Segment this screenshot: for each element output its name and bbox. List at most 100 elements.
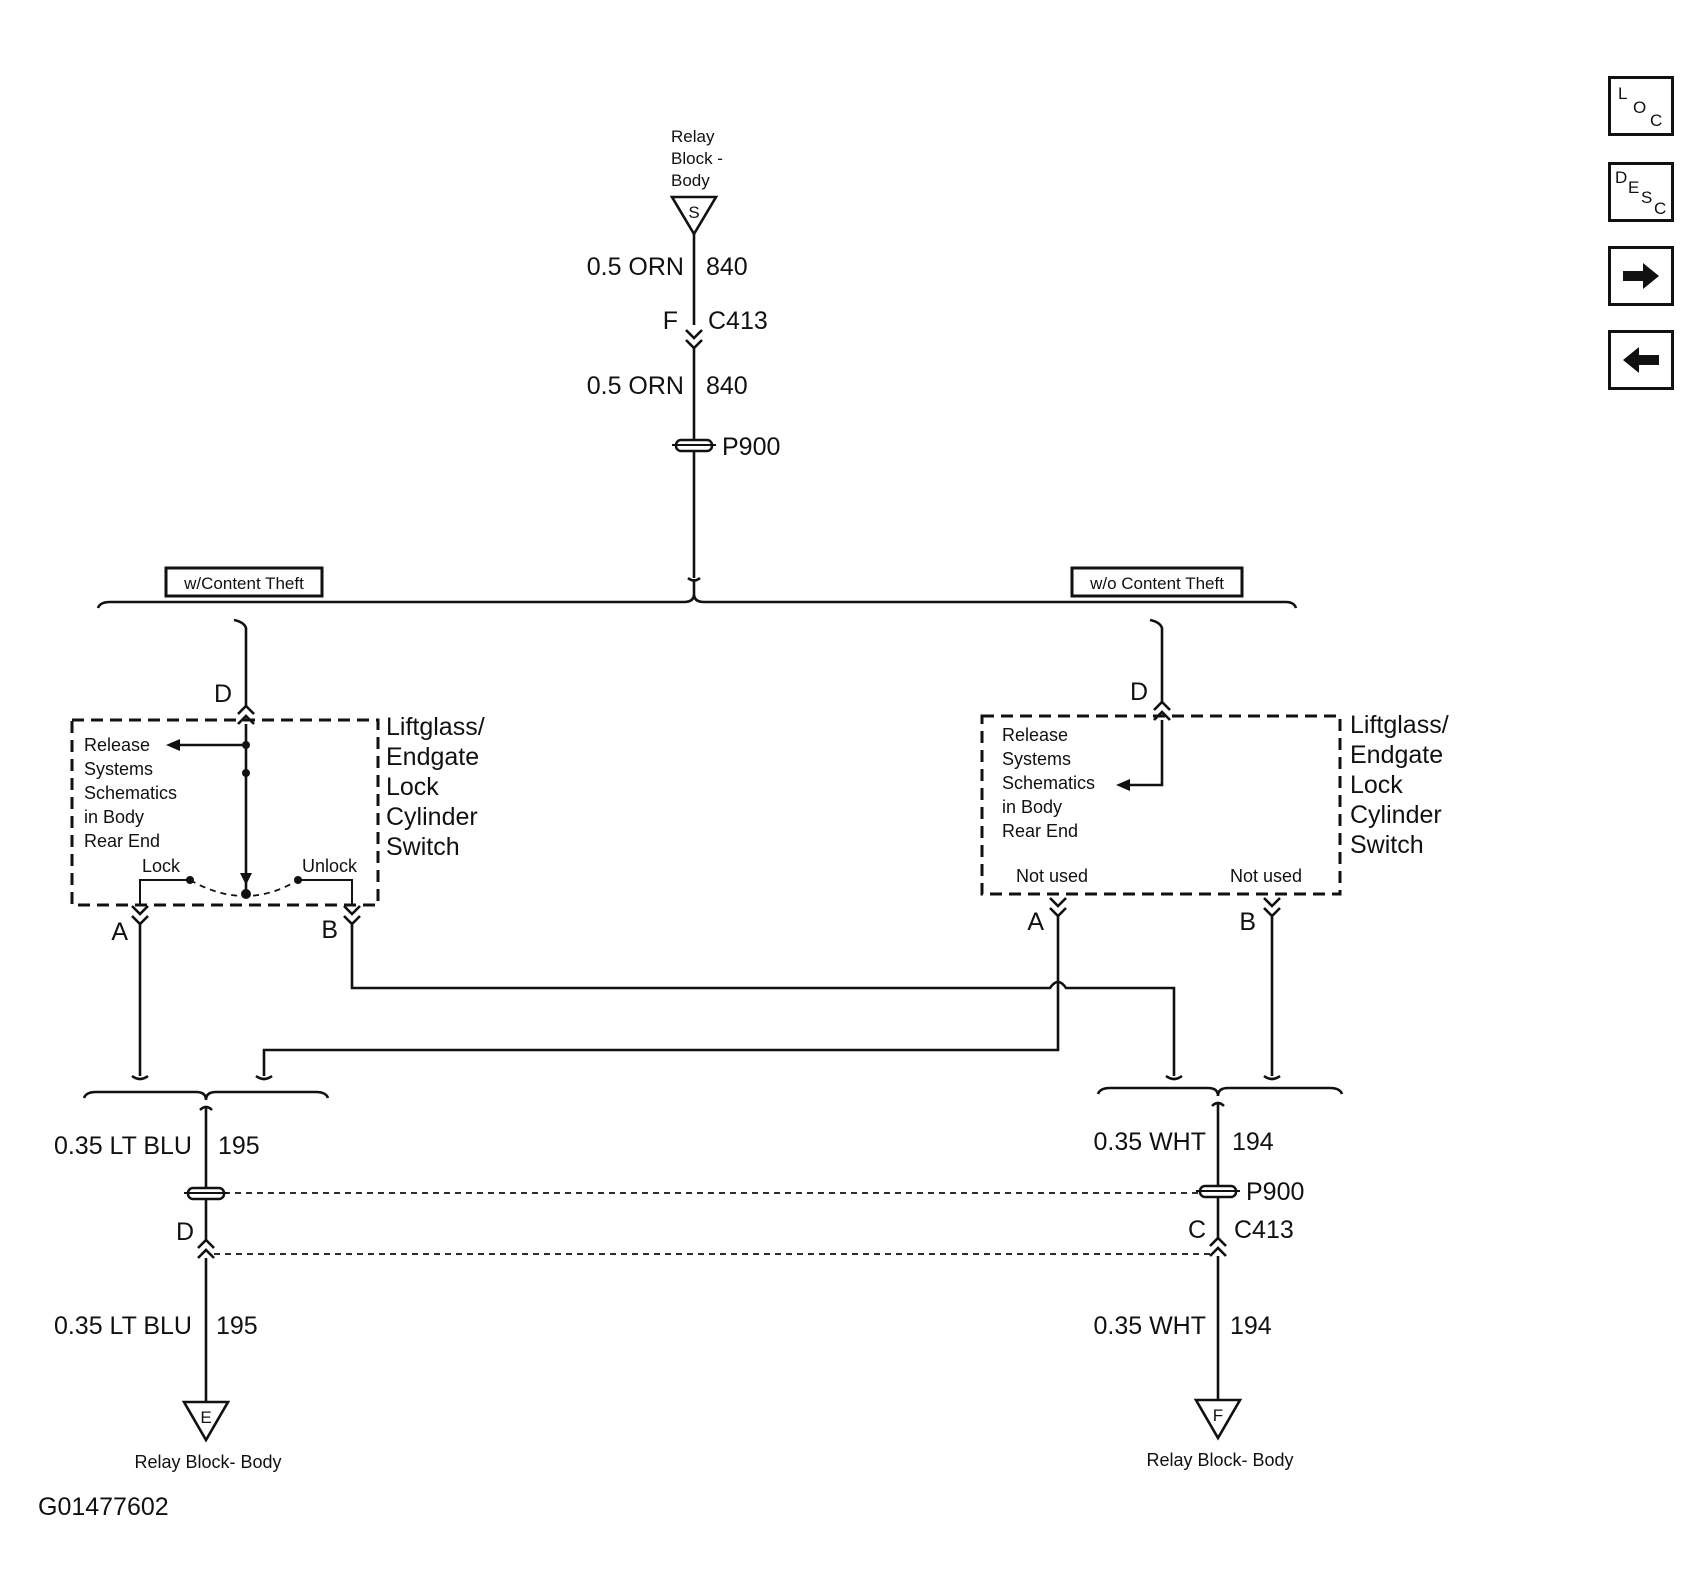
terminal-e-triangle	[181, 1400, 231, 1443]
right-switch-title-line-3: Lock	[1350, 771, 1403, 799]
connector-left-pin: D	[176, 1218, 194, 1246]
left-switch-internal-line-1: Release	[84, 735, 150, 755]
left-switch-unlock-label: Unlock	[302, 856, 358, 876]
connector-left-symbol	[197, 1238, 215, 1259]
option-left-box	[164, 566, 324, 598]
terminal-f-triangle	[1193, 1398, 1243, 1441]
wire-194-upper-color: 0.35 WHT	[1093, 1128, 1206, 1156]
source-label-line-3: Body	[671, 171, 710, 190]
left-switch-title-line-3: Lock	[386, 773, 439, 801]
desc-letter-c: C	[1654, 199, 1667, 218]
left-switch-node-2	[242, 769, 250, 777]
left-switch-feed-wire	[233, 618, 248, 708]
wire-194-lower-color: 0.35 WHT	[1093, 1312, 1206, 1340]
left-switch-unlock-lead	[298, 879, 353, 904]
wire-195-upper-circuit: 195	[218, 1132, 260, 1160]
left-switch-internal-line-3: Schematics	[84, 783, 177, 803]
loc-button[interactable]: L O C	[1608, 76, 1674, 136]
right-switch-internal-wire	[1126, 720, 1164, 787]
break-right-b	[1263, 1074, 1281, 1081]
splice-p900-label: P900	[722, 433, 780, 461]
left-switch-pin-a-connector	[131, 905, 149, 926]
right-switch-title-line-2: Endgate	[1350, 741, 1443, 769]
left-switch-pin-b: B	[321, 916, 338, 944]
splice-right-label: P900	[1246, 1178, 1304, 1206]
right-switch-internal-line-3: Schematics	[1002, 773, 1095, 793]
break-left-from-right-a	[255, 1074, 273, 1081]
left-switch-common-node	[241, 889, 251, 899]
wire-right-a-to-left	[262, 916, 1060, 1076]
terminal-s-label: S	[688, 203, 699, 222]
destination-right-label: Relay Block- Body	[1146, 1450, 1293, 1470]
bottom-left-circuit: 0.35 LT BLU 195 D 0.35 LT BLU 195 E Rela…	[54, 1105, 282, 1472]
right-switch-title-line-4: Cylinder	[1350, 801, 1442, 829]
right-switch-internal-line-2: Systems	[1002, 749, 1071, 769]
option-brace-line	[96, 593, 1298, 609]
loc-letter-c: C	[1650, 111, 1663, 130]
wire-840-upper-circuit: 840	[706, 253, 748, 281]
connector-c413-name: C413	[708, 307, 768, 335]
wire-195-upper-color: 0.35 LT BLU	[54, 1132, 192, 1160]
option-left-label: w/Content Theft	[183, 574, 304, 593]
break-right-from-left-b	[1165, 1074, 1183, 1081]
source-label-line-2: Block -	[671, 149, 723, 168]
bottom-right-circuit: 0.35 WHT 194 P900 C C413 0.35 WHT 194 F …	[1093, 1101, 1304, 1470]
next-button[interactable]	[1608, 246, 1674, 306]
source-relay-block: Relay Block - Body S	[669, 127, 723, 237]
right-switch-dashed-box	[980, 714, 1342, 896]
right-switch-pin-a-connector	[1049, 897, 1067, 918]
desc-letter-d: D	[1615, 168, 1628, 187]
cross-wiring	[131, 916, 1281, 1081]
connector-right-name: C413	[1234, 1216, 1294, 1244]
left-switch-down-arrow-head	[240, 873, 252, 885]
right-switch-not-used-left: Not used	[1016, 866, 1088, 886]
wire-194-upper-circuit: 194	[1232, 1128, 1274, 1156]
loc-letter-o: O	[1633, 98, 1647, 117]
right-switch-internal-line-1: Release	[1002, 725, 1068, 745]
left-switch-top-pin: D	[214, 680, 232, 708]
branch-break-main	[687, 576, 701, 594]
wire-194-lower-circuit: 194	[1230, 1312, 1272, 1340]
right-switch-feed-wire	[1149, 618, 1164, 704]
left-switch-dashed-box	[70, 718, 380, 907]
desc-letter-e: E	[1628, 178, 1640, 197]
prev-button[interactable]	[1608, 330, 1674, 390]
connector-c413-pin: F	[663, 307, 678, 335]
connector-right-pin: C	[1188, 1216, 1206, 1244]
source-label-line-1: Relay	[671, 127, 715, 146]
option-right-label: w/o Content Theft	[1089, 574, 1224, 593]
wire-840-lower-circuit: 840	[706, 372, 748, 400]
left-switch: D Release Systems Schematics in Body Rea…	[70, 618, 485, 946]
main-feed: 0.5 ORN 840 F C413 0.5 ORN 840 P900	[587, 234, 780, 594]
option-bracket: w/Content Theft w/o Content Theft	[96, 566, 1298, 609]
desc-letter-s: S	[1641, 188, 1653, 207]
left-switch-title-line-1: Liftglass/	[386, 713, 485, 741]
right-switch-title-line-5: Switch	[1350, 831, 1424, 859]
left-switch-title-line-5: Switch	[386, 833, 460, 861]
break-left-a	[131, 1074, 149, 1081]
left-switch-pin-b-connector	[343, 905, 361, 926]
desc-button[interactable]: D E S C	[1608, 162, 1674, 222]
left-switch-internal-line-5: Rear End	[84, 831, 160, 851]
figure-id: G01477602	[38, 1493, 169, 1521]
right-switch-release-arrow-head	[1116, 779, 1130, 791]
left-switch-contact-arc	[189, 879, 299, 897]
left-switch-lock-lead	[139, 879, 190, 904]
wire-195-lower-color: 0.35 LT BLU	[54, 1312, 192, 1340]
wire-840-lower-color: 0.5 ORN	[587, 372, 684, 400]
right-switch-top-pin: D	[1130, 678, 1148, 706]
right-switch-title-line-1: Liftglass/	[1350, 711, 1449, 739]
terminal-e-label: E	[200, 1408, 211, 1427]
connector-right-symbol	[1209, 1236, 1227, 1257]
left-switch-node-1	[242, 741, 250, 749]
left-switch-internal-line-4: in Body	[84, 807, 144, 827]
right-switch: D Release Systems Schematics in Body Rea…	[980, 618, 1449, 936]
left-switch-lock-label: Lock	[142, 856, 181, 876]
wire-194-upper	[1211, 1101, 1225, 1186]
wire-195-upper	[199, 1105, 213, 1188]
right-arrow-icon	[1623, 263, 1659, 289]
right-switch-internal-line-5: Rear End	[1002, 821, 1078, 841]
loc-letter-l: L	[1618, 84, 1628, 103]
terminal-f-label: F	[1213, 1406, 1223, 1425]
right-switch-not-used-right: Not used	[1230, 866, 1302, 886]
